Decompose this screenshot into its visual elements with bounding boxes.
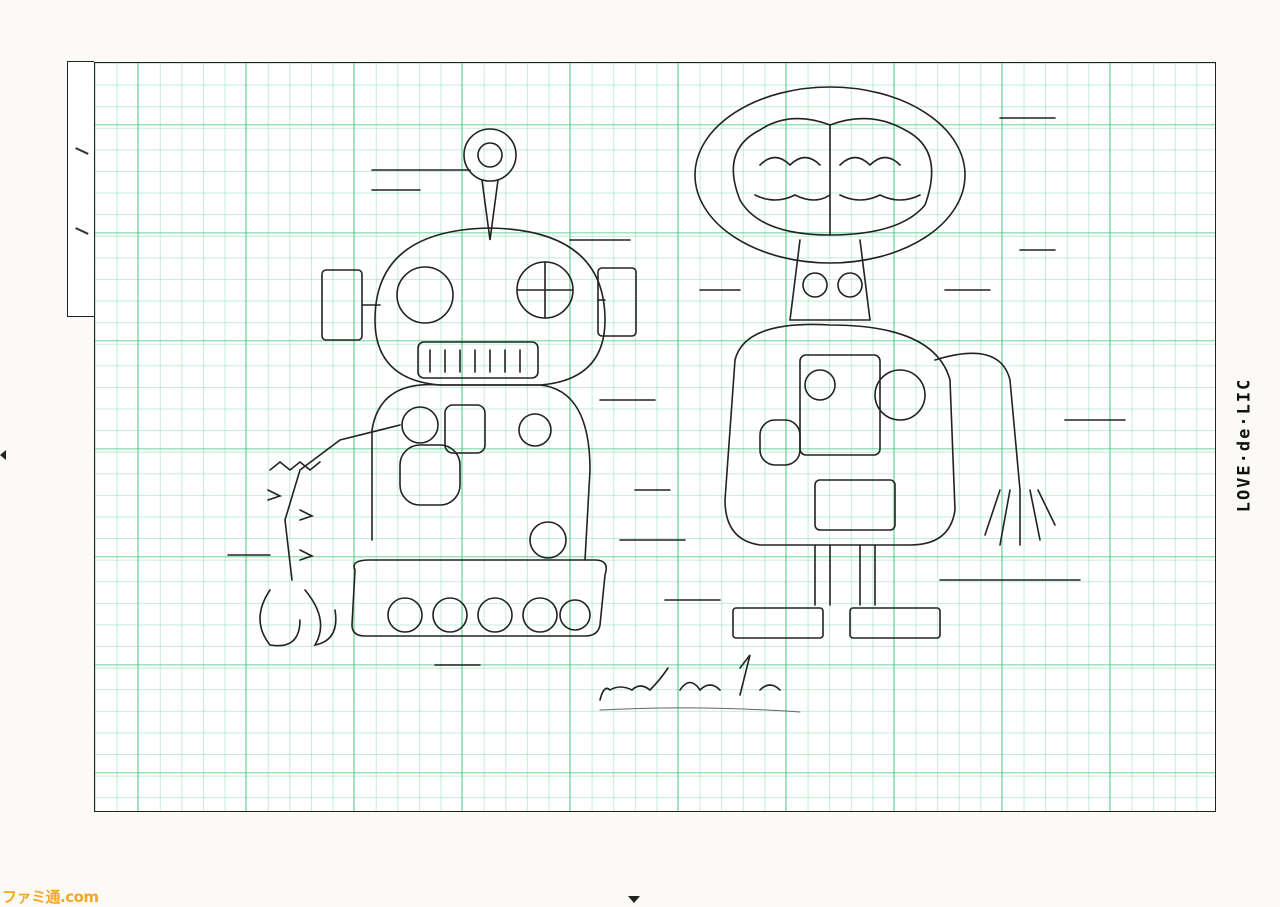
tracked-robot-sketch [227, 128, 686, 666]
signature-scribble [599, 654, 801, 713]
brain-robot-sketch [634, 86, 1126, 639]
left-arrow-marker [0, 450, 6, 460]
brand-text: LOVE·de·LIC [1234, 377, 1254, 513]
down-arrow-marker [628, 896, 640, 903]
brand-label: LOVE·de·LIC [1226, 345, 1262, 545]
margin-box [67, 61, 94, 317]
grid-paper [94, 62, 1216, 812]
watermark-logo: ファミ通.com [2, 888, 99, 906]
